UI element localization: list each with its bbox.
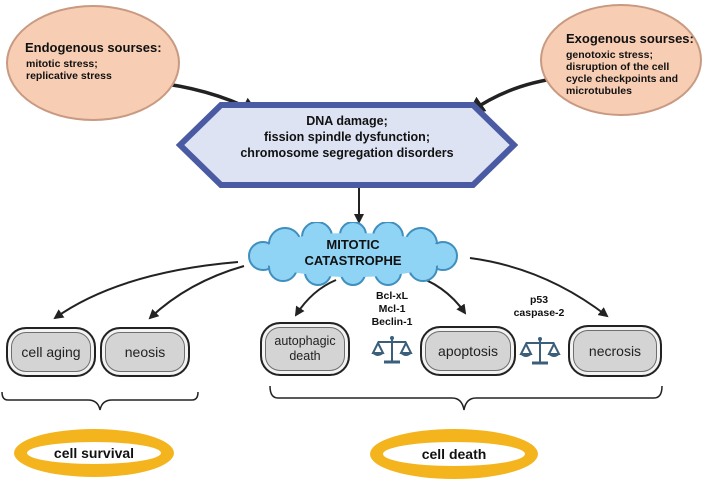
regulator-line: Beclin-1 — [371, 316, 413, 328]
endogenous-line: replicative stress — [26, 70, 112, 82]
cell-aging-label: cell aging — [21, 344, 81, 360]
exogenous-line: microtubules — [566, 85, 632, 97]
arrow-to-neosis — [148, 265, 245, 320]
arrow-to-necrosis — [469, 257, 609, 318]
death-bracket — [269, 385, 663, 411]
exogenous-line: genotoxic stress; — [566, 49, 653, 61]
autophagic-death-node: autophagic death — [260, 322, 350, 376]
cell-death-label: cell death — [421, 446, 487, 462]
endogenous-source-oval — [6, 5, 180, 121]
regulator-line: Mcl-1 — [378, 303, 406, 315]
cell-survival-label: cell survival — [53, 445, 135, 461]
damage-line: fission spindle dysfunction; — [264, 130, 430, 144]
arrow-to-cell-aging — [53, 261, 239, 320]
damage-line: DNA damage; — [306, 114, 388, 128]
damage-diamond — [176, 102, 518, 188]
survival-bracket — [1, 391, 199, 411]
necrosis-node: necrosis — [568, 325, 662, 377]
autophagic-line: death — [289, 349, 321, 363]
catastrophe-line: MITOTIC — [326, 237, 380, 252]
apoptosis-label: apoptosis — [438, 343, 498, 359]
regulator-line: Bcl-xL — [375, 290, 409, 302]
damage-line: chromosome segregation disorders — [240, 146, 454, 160]
bcl-regulators: Bcl-xL Mcl-1 Beclin-1 — [362, 290, 422, 329]
exogenous-line: disruption of the cell — [566, 61, 670, 73]
p53-regulators: p53 caspase-2 — [506, 294, 572, 320]
cell-death-outcome: cell death — [370, 429, 538, 479]
autophagic-label: autophagic death — [274, 334, 335, 364]
cell-survival-outcome: cell survival — [14, 429, 174, 477]
cell-aging-node: cell aging — [6, 327, 96, 377]
regulator-line: caspase-2 — [513, 307, 565, 319]
neosis-node: neosis — [100, 327, 190, 377]
catastrophe-line: CATASTROPHE — [304, 253, 402, 268]
necrosis-label: necrosis — [588, 343, 642, 359]
exogenous-title: Exogenous sourses: — [566, 31, 694, 46]
balance-scale-icon — [519, 337, 561, 365]
exogenous-source-oval — [540, 4, 702, 116]
autophagic-line: autophagic — [274, 334, 336, 348]
endogenous-title: Endogenous sourses: — [25, 40, 162, 55]
endogenous-line: mitotic stress; — [26, 58, 98, 70]
catastrophe-text: MITOTIC CATASTROPHE — [233, 237, 473, 269]
arrow-to-autophagic — [294, 279, 337, 317]
regulator-line: p53 — [529, 294, 549, 306]
neosis-label: neosis — [124, 344, 166, 360]
catastrophe-cloud — [248, 222, 458, 286]
damage-text: DNA damage; fission spindle dysfunction;… — [176, 113, 518, 161]
balance-scale-icon — [371, 336, 413, 364]
apoptosis-node: apoptosis — [420, 326, 516, 376]
exogenous-line: cycle checkpoints and — [566, 73, 679, 85]
